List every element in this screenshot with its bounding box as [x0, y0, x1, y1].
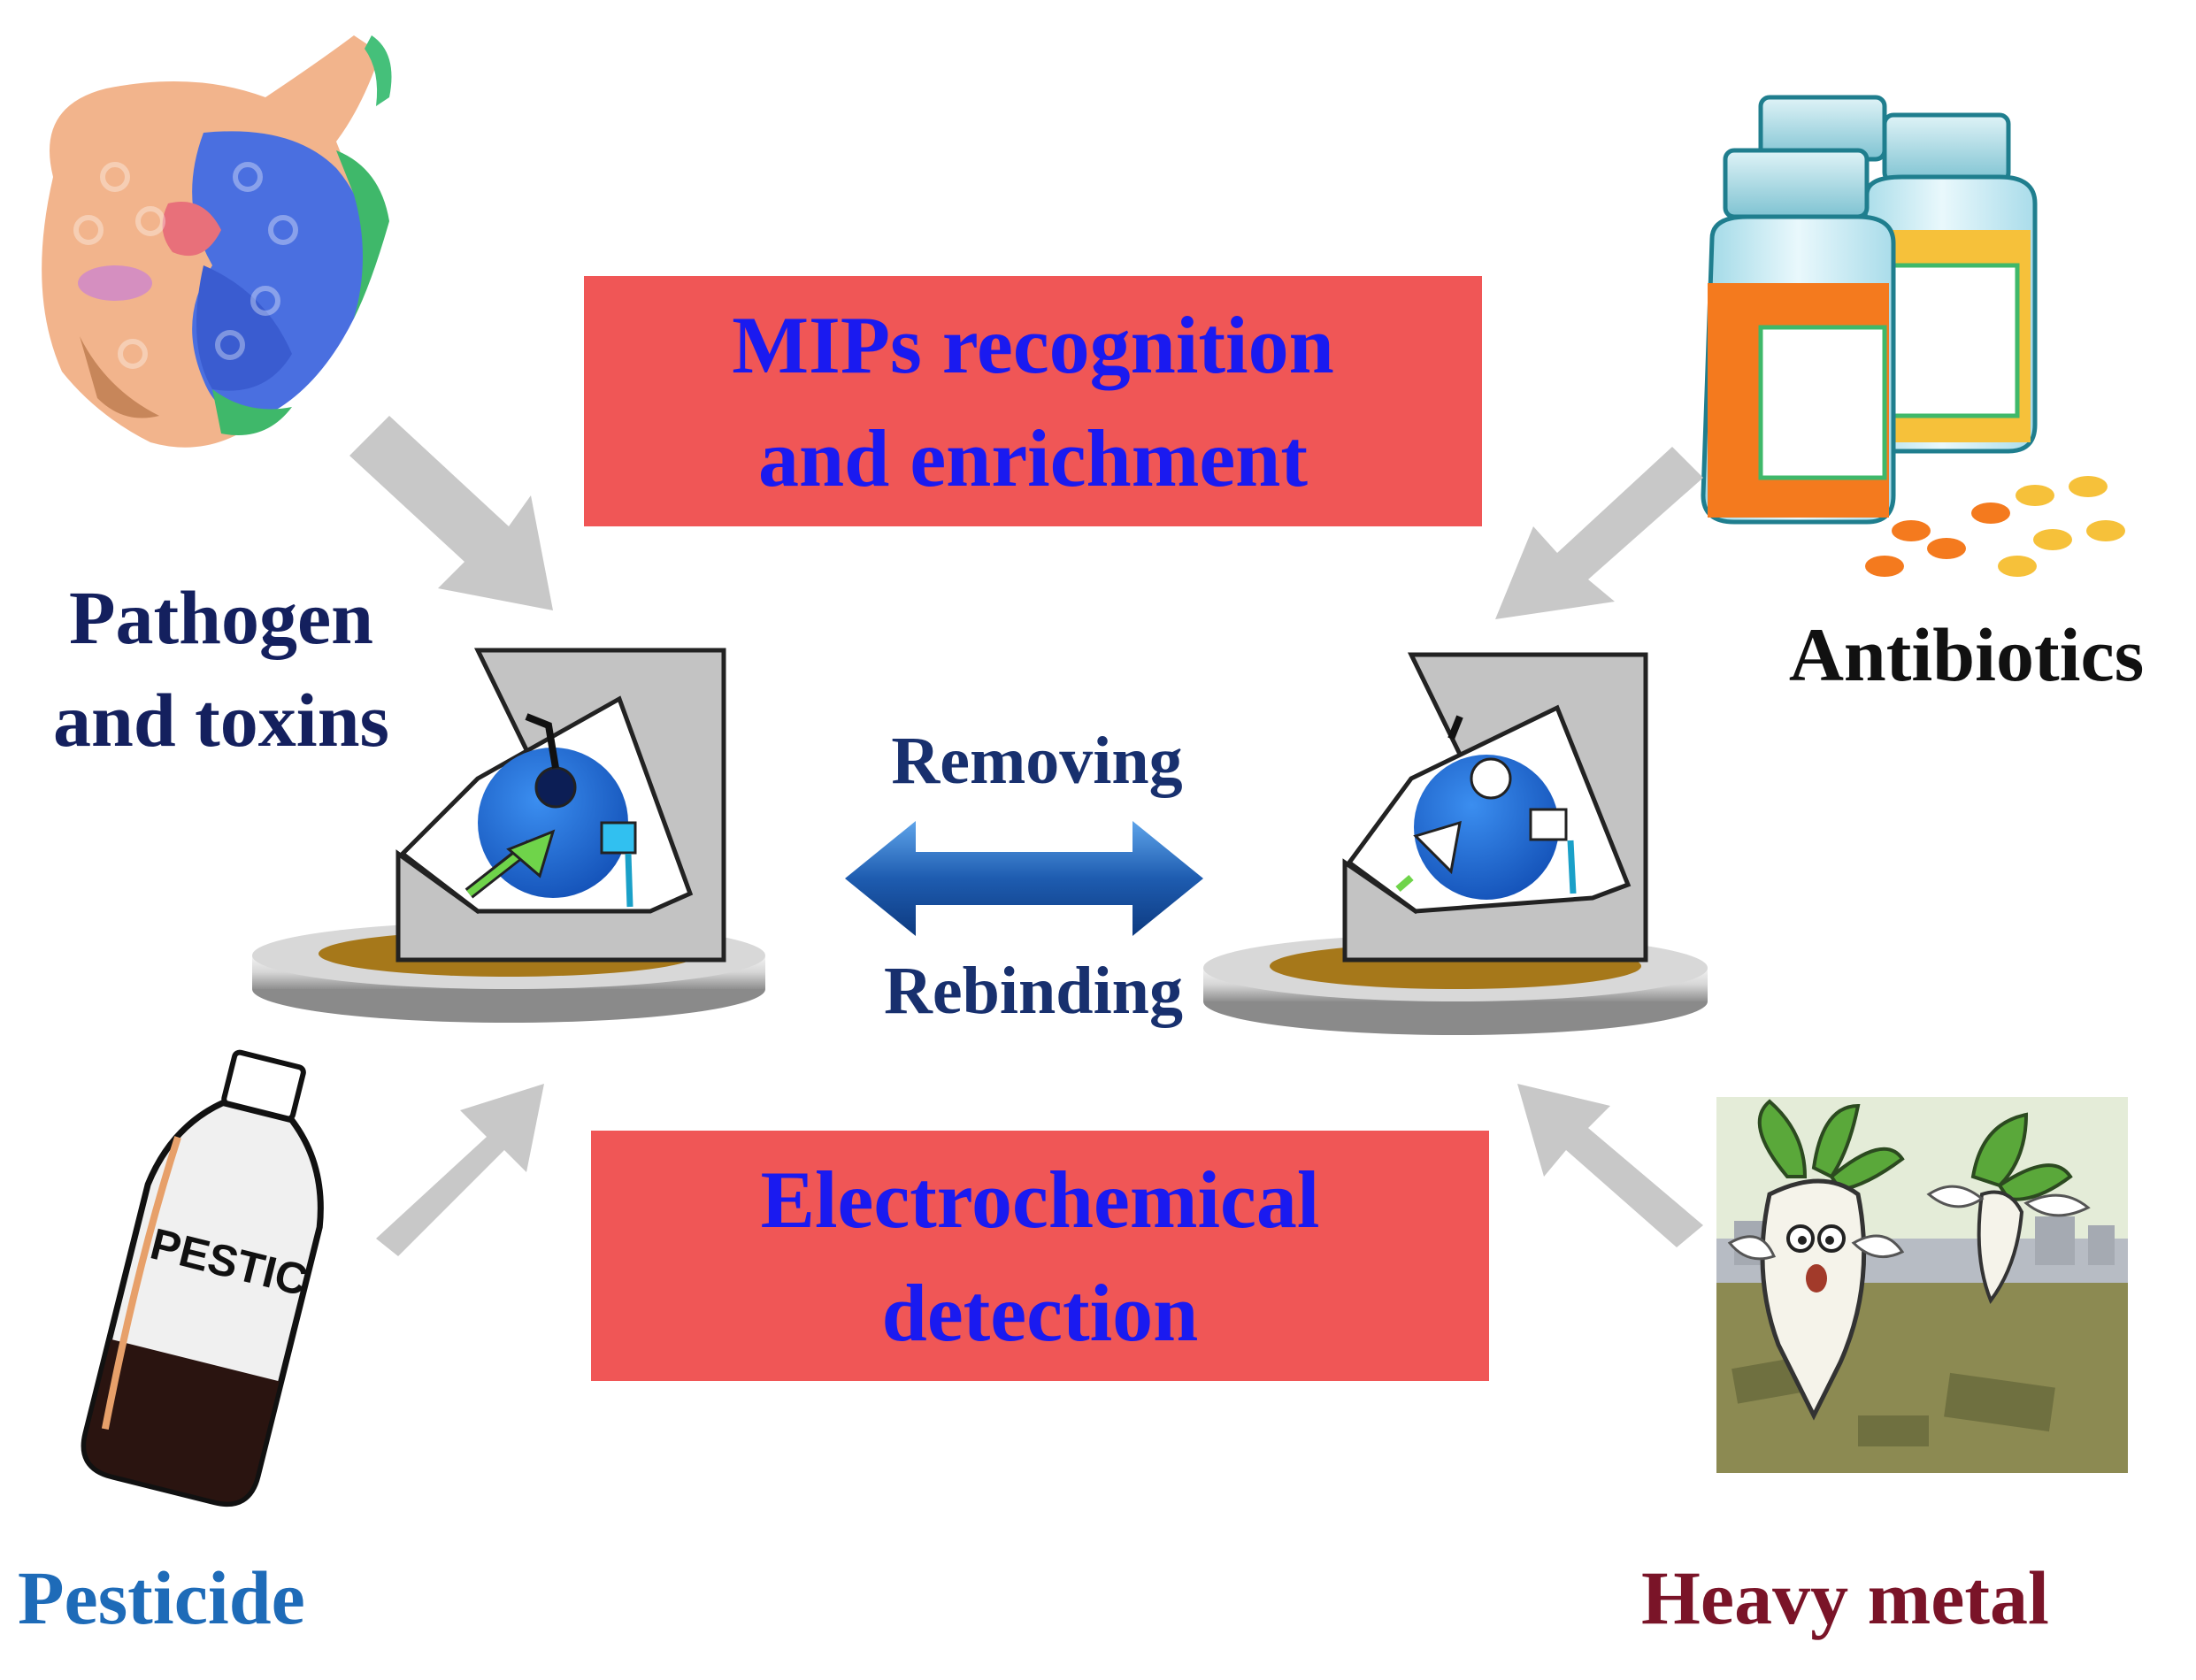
pill-bottles-icon [1701, 95, 2125, 577]
rebinding-label: Rebinding [884, 954, 1183, 1028]
pesticide-label: Pesticide [18, 1555, 305, 1640]
box-bottom-line-1: Electrochemical [760, 1154, 1320, 1245]
pathogen-label-line-1: Pathogen [69, 575, 373, 660]
box-top-line-1: MIPs recognition [732, 299, 1334, 390]
pathogen-label: Pathogen and toxins [9, 566, 434, 771]
electrochemical-detection-box: Electrochemical detection [591, 1131, 1489, 1381]
electrode-right [1203, 652, 1708, 1035]
gray-arrow-top-left [349, 416, 553, 610]
mips-recognition-box: MIPs recognition and enrichment [584, 276, 1482, 526]
gray-arrow-bottom-left [376, 1084, 544, 1256]
removing-label: Removing [891, 724, 1183, 798]
gray-arrow-top-right [1495, 447, 1703, 619]
polluted-vegetable-icon [1716, 1097, 2128, 1473]
gray-arrow-bottom-right [1517, 1084, 1703, 1247]
antibiotics-label: Antibiotics [1788, 612, 2145, 697]
box-top-line-2: and enrichment [757, 412, 1308, 503]
protein-structure-icon [18, 27, 416, 478]
electrode-left [252, 648, 765, 1023]
heavy-metal-label: Heavy metal [1641, 1555, 2049, 1640]
box-bottom-line-2: detection [881, 1267, 1199, 1358]
pesticide-bottle-icon: PESTIC [81, 1049, 324, 1507]
pathogen-label-line-2: and toxins [53, 678, 389, 763]
removing-rebinding-double-arrow [845, 821, 1203, 936]
